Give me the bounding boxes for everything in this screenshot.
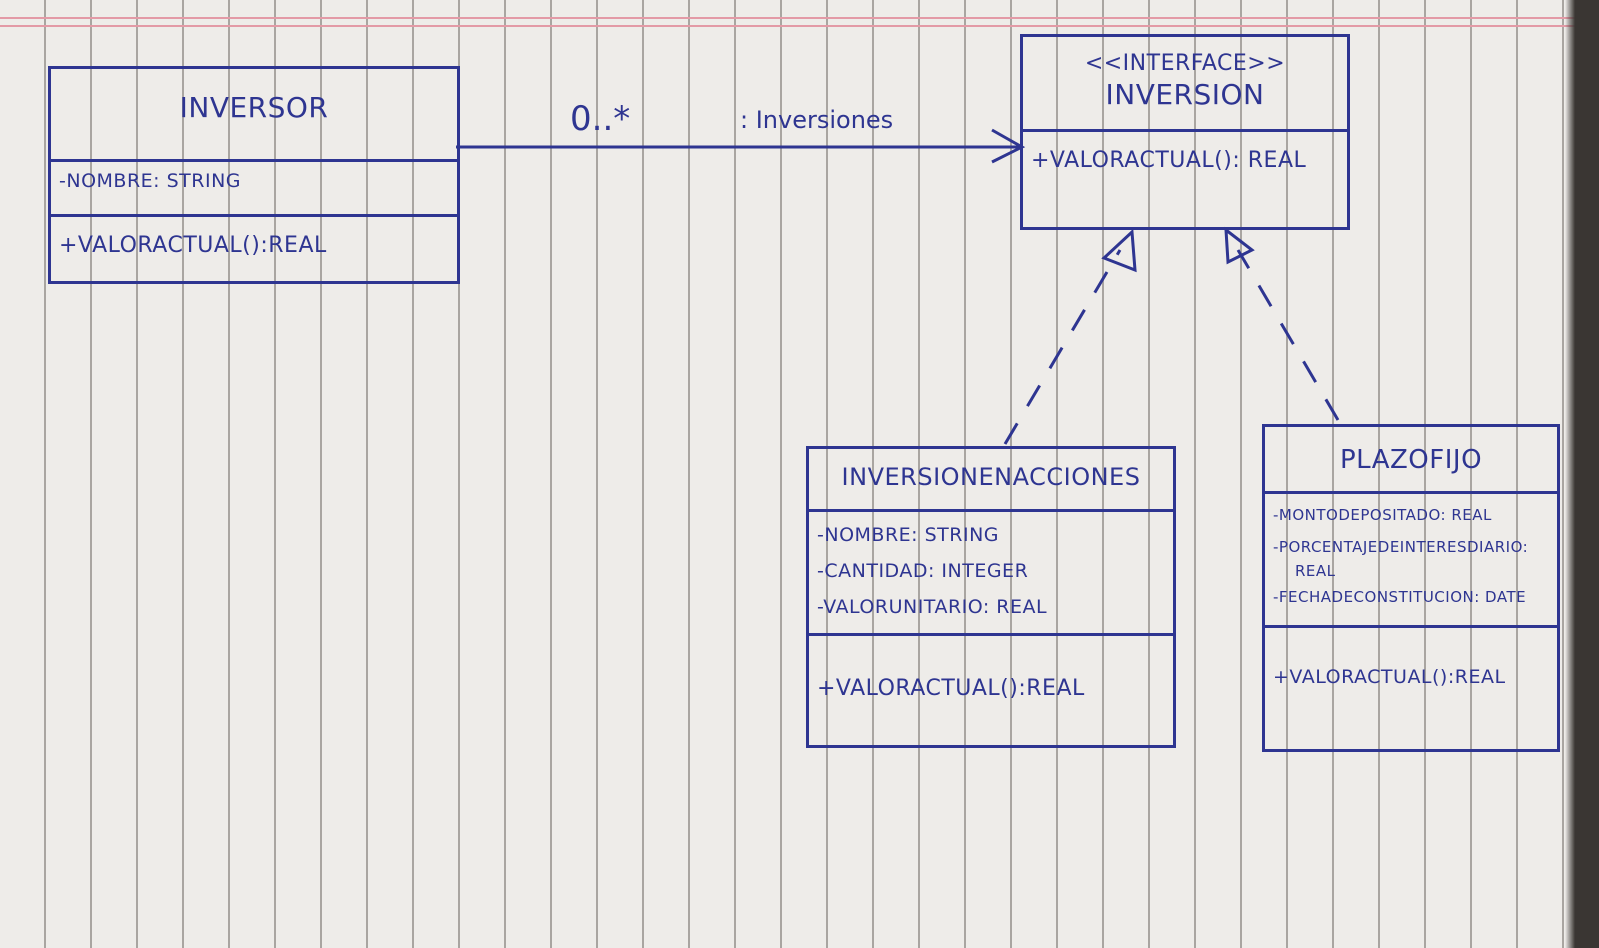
association-multiplicity: 0..* [570, 99, 630, 139]
attribute: -nombre: String [817, 524, 1000, 546]
attribute: -fechaDeConstitucion: Date [1273, 588, 1527, 606]
class-plazo-fijo-attributes: -MontoDepositado: Real -porcentajeDeInte… [1265, 491, 1557, 625]
operation: +valorActual():Real [59, 233, 327, 258]
class-inversion-name: Inversion [1105, 78, 1265, 111]
attribute: -cantidad: Integer [817, 560, 1029, 582]
class-inversion-en-acciones: InversionEnAcciones -nombre: String -can… [806, 446, 1176, 748]
realization-triangle-plazofijo [1224, 226, 1255, 265]
class-plazo-fijo-name: PlazoFijo [1339, 445, 1483, 475]
class-inversion-stereotype: <<Interface>> [1084, 51, 1286, 76]
operation: +valorActual():Real [1273, 666, 1506, 688]
attribute: Real [1295, 562, 1336, 580]
class-inversion-operations: +valorActual(): Real [1023, 129, 1347, 189]
attribute: -nombre: String [59, 170, 242, 192]
attribute: -porcentajeDeInteresDiario: [1273, 538, 1529, 556]
class-inversion-en-acciones-operations: +valorActual():Real [809, 633, 1173, 717]
realization-line-plazofijo [1236, 249, 1340, 421]
association-role: : Inversiones [740, 106, 893, 134]
attribute: -valorUnitario: Real [817, 596, 1048, 618]
attribute: -MontoDepositado: Real [1273, 506, 1492, 524]
realization-line-acciones [1003, 249, 1122, 445]
class-inversion-en-acciones-attributes: -nombre: String -cantidad: Integer -valo… [809, 509, 1173, 633]
class-inversor-attributes: -nombre: String [51, 159, 457, 214]
class-inversion-en-acciones-name: InversionEnAcciones [841, 463, 1141, 491]
class-inversor-name: Inversor [179, 91, 329, 124]
class-inversion: <<Interface>> Inversion +valorActual(): … [1020, 34, 1350, 230]
class-inversor-operations: +valorActual():Real [51, 214, 457, 274]
operation: +valorActual(): Real [1031, 148, 1307, 173]
realization-triangle-acciones [1101, 228, 1137, 273]
class-plazo-fijo-operations: +valorActual():Real [1265, 625, 1557, 704]
class-inversor: Inversor -nombre: String +valorActual():… [48, 66, 460, 284]
operation: +valorActual():Real [817, 676, 1085, 701]
class-plazo-fijo: PlazoFijo -MontoDepositado: Real -porcen… [1262, 424, 1560, 752]
